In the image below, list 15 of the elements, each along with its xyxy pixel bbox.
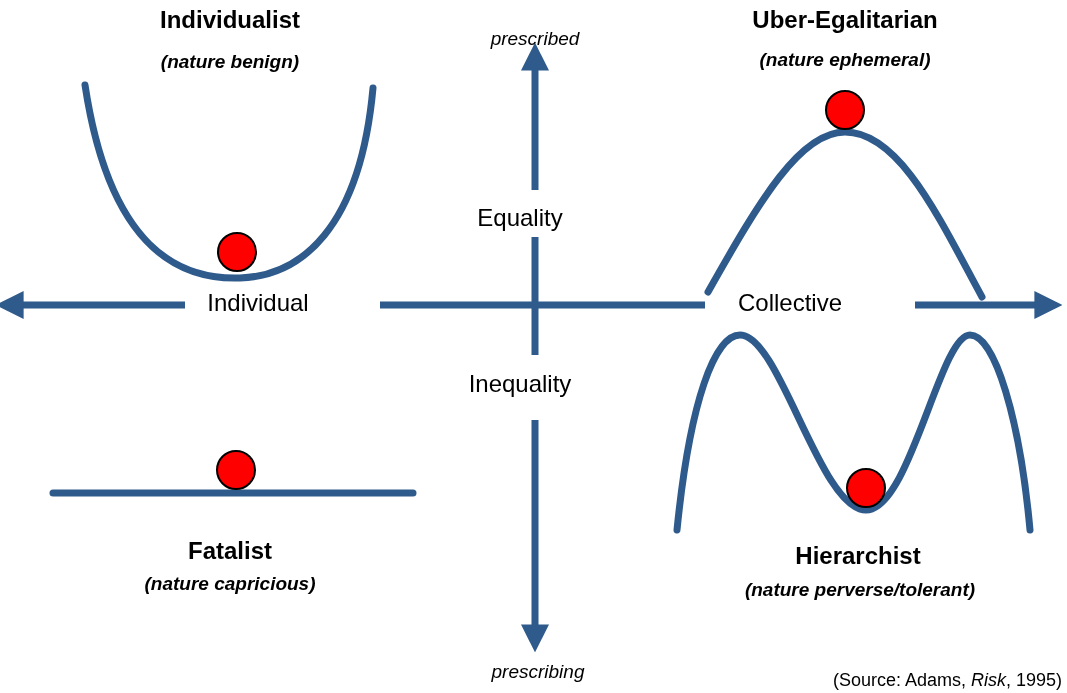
quadrant-title: Individualist	[160, 6, 300, 34]
quadrant-title: Fatalist	[188, 537, 272, 565]
quadrant-subtitle: (nature perverse/tolerant)	[744, 579, 976, 601]
quadrant-subtitle: (nature benign)	[160, 51, 300, 73]
source-note: (Source: Adams, Risk, 1995)	[832, 671, 1062, 691]
quadrant-title: Hierarchist	[795, 542, 921, 570]
axis-end-label: prescribed	[490, 28, 580, 50]
quadrant-subtitle: (nature capricious)	[144, 573, 316, 595]
quadrant-subtitle: (nature ephemeral)	[759, 49, 931, 71]
axis-label: Inequality	[468, 370, 572, 398]
axis-label: Collective	[738, 289, 842, 317]
quadrant-title: Uber-Egalitarian	[752, 6, 938, 34]
axis-end-label: prescribing	[491, 661, 585, 683]
axis-label: Individual	[207, 289, 309, 317]
axis-label: Equality	[477, 204, 563, 232]
